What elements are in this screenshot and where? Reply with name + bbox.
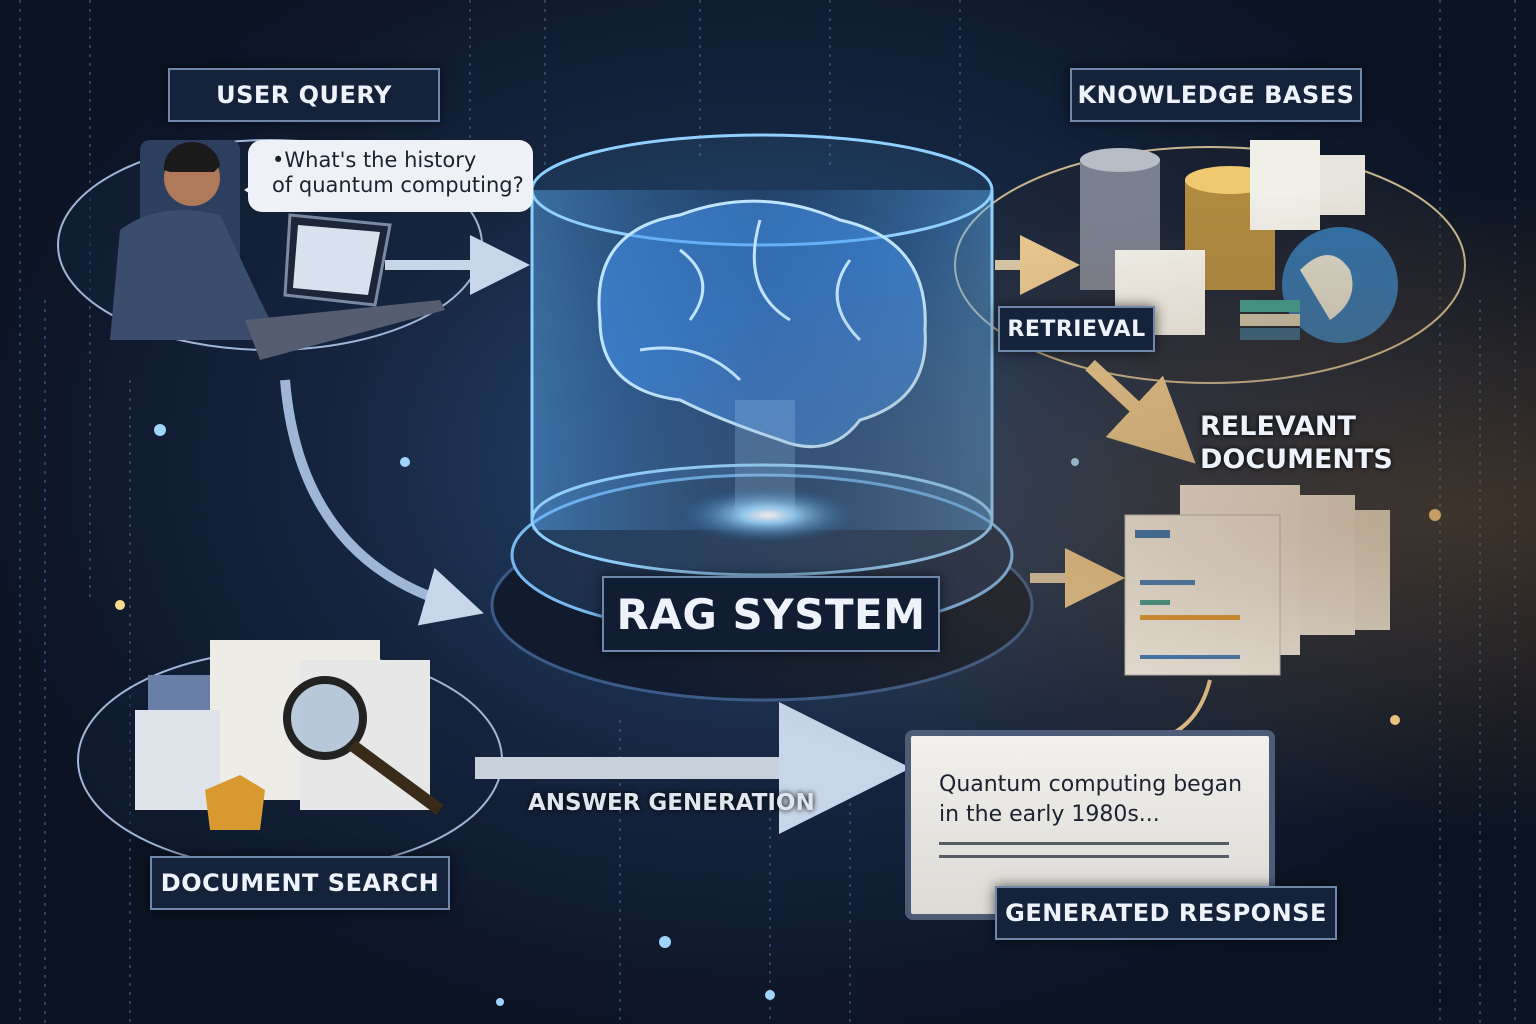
document-search-label: DOCUMENT SEARCH (150, 856, 450, 910)
database-and-books-illustration (1080, 140, 1398, 343)
text-placeholder-line (939, 855, 1229, 858)
query-speech-bubble: •What's the history of quantum computing… (244, 140, 533, 212)
query-line-1: •What's the history (272, 148, 477, 172)
retrieval-label: RETRIEVAL (998, 306, 1155, 352)
response-line-2: in the early 1980s... (939, 802, 1160, 827)
arrow-docs-to-response (1169, 679, 1212, 737)
text-placeholder-line (939, 842, 1229, 845)
relevant-documents-illustration (1124, 485, 1390, 676)
document-search-illustration (135, 640, 444, 830)
knowledge-bases-label: KNOWLEDGE BASES (1070, 68, 1362, 122)
light-particles (115, 424, 1441, 1006)
arrow-query-to-search (280, 379, 484, 626)
rag-system-label: RAG SYSTEM (602, 576, 940, 652)
brain-icon (597, 199, 927, 449)
response-line-1: Quantum computing began (939, 772, 1243, 797)
query-line-2: of quantum computing? (272, 173, 524, 197)
user-at-laptop-illustration (110, 140, 445, 360)
user-query-label: USER QUERY (168, 68, 440, 122)
answer-generation-label: ANSWER GENERATION (528, 790, 815, 816)
generated-response-label: GENERATED RESPONSE (995, 886, 1337, 940)
relevant-documents-label: RELEVANT DOCUMENTS (1200, 411, 1393, 475)
arrow-retrieval-to-docs (1085, 359, 1196, 464)
